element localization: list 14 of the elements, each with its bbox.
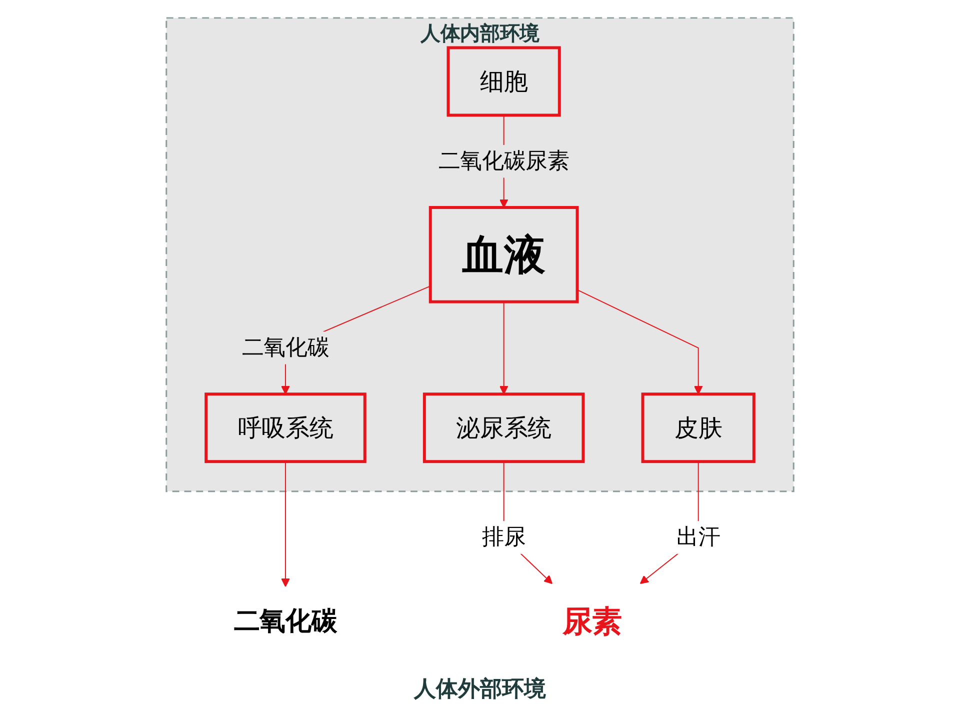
node-text: 二氧化碳 [234,606,338,636]
node-box: 呼吸系统 [204,392,366,464]
arrow [499,301,508,394]
node-box: 皮肤 [641,392,756,464]
node-box: 细胞 [446,46,561,117]
arrow [576,289,703,394]
region-label: 人体外部环境 [414,676,546,704]
edge-label: 二氧化碳 [242,336,330,360]
edge-label: 出汗 [676,525,720,550]
node-box: 泌尿系统 [422,392,585,464]
node-text: 尿素 [562,604,622,640]
edge-label: 二氧化碳尿素 [438,148,570,174]
arrow [281,461,290,588]
edge-label: 排尿 [482,525,526,550]
